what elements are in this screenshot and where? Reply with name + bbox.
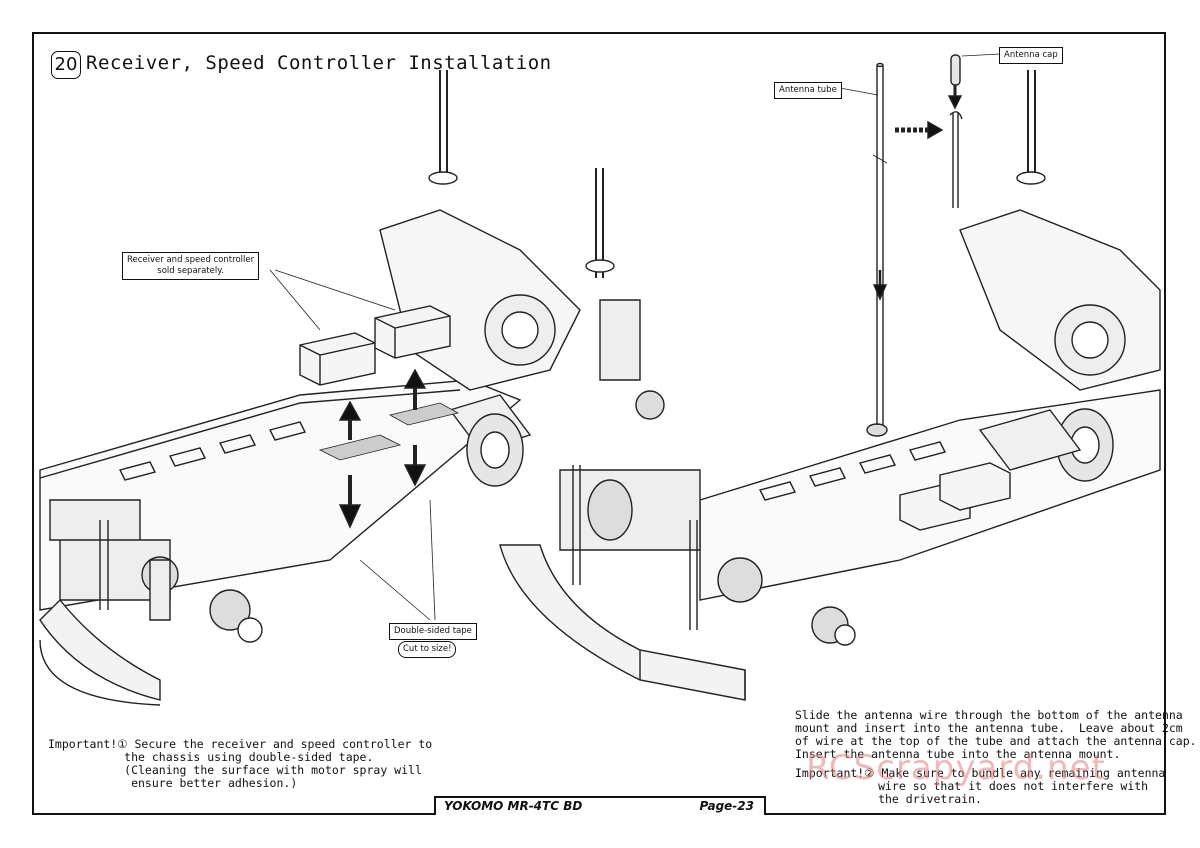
callout-receiver-line1: Receiver and speed controller	[127, 255, 255, 265]
footer-bar: YOKOMO MR-4TC BD Page-23	[434, 796, 766, 815]
callout-receiver-sold: Receiver and speed controller sold separ…	[122, 252, 260, 280]
callout-antenna-tube: Antenna tube	[774, 82, 842, 99]
callout-receiver-line2: sold separately.	[157, 266, 224, 276]
note-important-2: Important!② Make sure to bundle any rema…	[795, 766, 1166, 806]
callout-cut-to-size: Cut to size!	[398, 641, 457, 658]
left-chassis-drawing	[39, 70, 665, 706]
note-antenna-instructions: Slide the antenna wire through the botto…	[795, 708, 1197, 761]
callout-double-sided-tape: Double-sided tape	[389, 623, 477, 640]
callout-antenna-cap: Antenna cap	[999, 47, 1063, 64]
right-chassis-drawing	[499, 53, 1161, 701]
footer-model: YOKOMO MR-4TC BD	[444, 799, 583, 813]
step-title: Receiver, Speed Controller Installation	[86, 52, 552, 74]
footer-page: Page-23	[699, 799, 754, 813]
note-important-1: Important!① Secure the receiver and spee…	[48, 737, 433, 790]
watermark: RCScrapyard.net	[806, 748, 1106, 788]
step-number: 20	[51, 51, 81, 79]
